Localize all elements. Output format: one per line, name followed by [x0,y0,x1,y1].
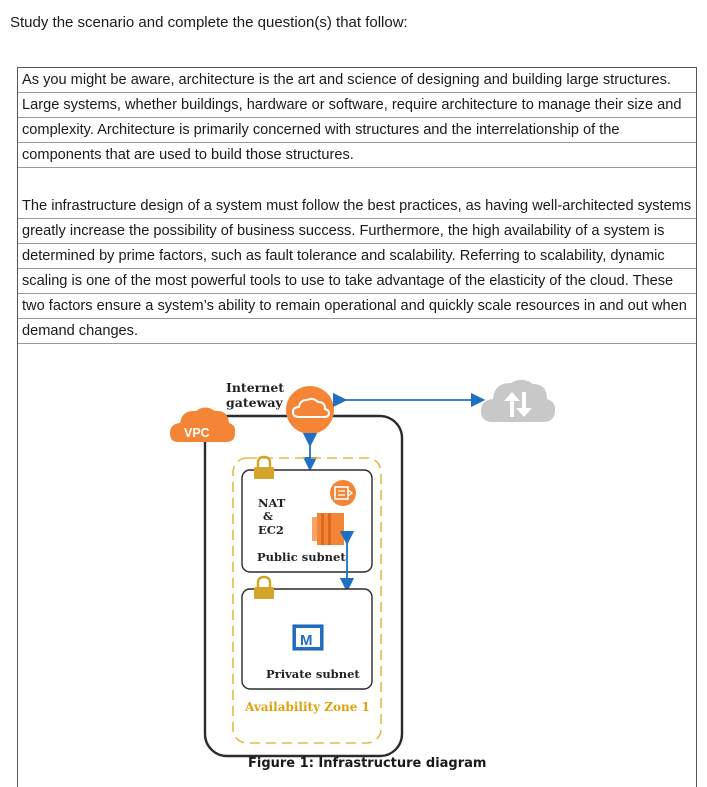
private-subnet-label: Private subnet [266,667,360,681]
paragraph-line: greatly increase the possibility of busi… [18,219,696,244]
paragraph-line: The infrastructure design of a system mu… [18,194,696,219]
internet-gateway-icon [286,386,334,434]
paragraph-architecture: As you might be aware, architecture is t… [18,68,696,168]
paragraph-line: As you might be aware, architecture is t… [18,68,696,93]
internet-cloud-icon [481,379,556,422]
lock-icon [254,455,274,479]
paragraph-line: complexity. Architecture is primarily co… [18,118,696,143]
lock-icon [254,575,274,599]
ec2-icon [312,513,344,545]
paragraph-line: Large systems, whether buildings, hardwa… [18,93,696,118]
infrastructure-diagram: VPC Internet gateway NAT & [170,379,556,758]
paragraph-line: determined by prime factors, such as fau… [18,244,696,269]
availability-zone-boundary [232,457,382,744]
scenario-box: As you might be aware, architecture is t… [17,67,697,787]
paragraph-line: two factors ensure a system’s ability to… [18,294,696,319]
paragraph-line: components that are used to build those … [18,143,696,168]
vpc-label: VPC [184,426,210,440]
vpc-cloud-icon [170,407,236,442]
paragraph-line: demand changes. [18,319,696,344]
figure-caption: Figure 1: Infrastructure diagram [248,756,487,771]
availability-zone-label: Availability Zone 1 [244,700,370,714]
nat-label-line2: & [263,510,273,523]
database-icon [292,624,324,651]
nat-gateway-icon [330,480,356,506]
gateway-label-line1: Internet [226,380,284,395]
database-icon-letter: M [300,632,313,649]
public-subnet-label: Public subnet [257,550,346,564]
gateway-label-line2: gateway [226,395,283,410]
nat-label-line3: EC2 [258,523,284,537]
paragraph-line: scaling is one of the most powerful tool… [18,269,696,294]
paragraph-infrastructure: The infrastructure design of a system mu… [18,194,696,344]
nat-label-line1: NAT [258,496,286,510]
instructions-text: Study the scenario and complete the ques… [10,14,408,31]
